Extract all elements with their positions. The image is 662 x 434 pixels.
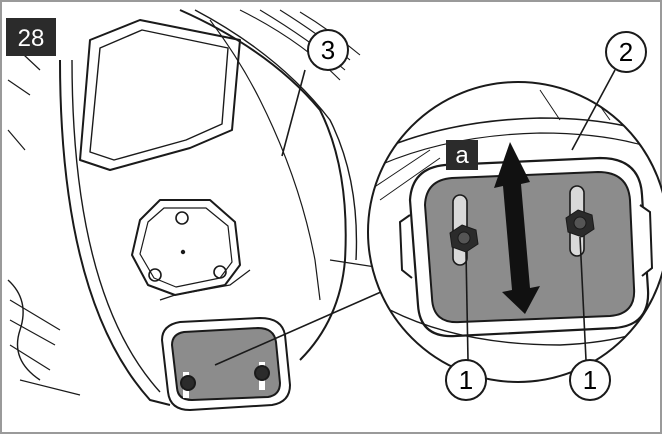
callout-1-right-text: 1 — [583, 365, 597, 395]
callout-3-text: 3 — [321, 35, 335, 65]
callout-1-left: 1 — [445, 251, 487, 401]
callout-1-left-text: 1 — [459, 365, 473, 395]
callout-2-text: 2 — [619, 37, 633, 67]
figure-number-badge: 28 — [6, 18, 56, 56]
label-a-badge: a — [446, 140, 478, 170]
zoom-leader-line — [214, 287, 391, 366]
callout-2: 2 — [571, 31, 647, 151]
nut-right — [565, 209, 595, 238]
adjust-arrow — [494, 142, 540, 314]
zoom-detail — [367, 81, 662, 383]
small-plate — [160, 316, 292, 412]
callout-3: 3 — [281, 29, 349, 157]
figure-number: 28 — [18, 25, 45, 52]
callout-1-right: 1 — [569, 236, 611, 401]
label-a: a — [455, 142, 469, 169]
mower-underside — [7, 9, 361, 406]
